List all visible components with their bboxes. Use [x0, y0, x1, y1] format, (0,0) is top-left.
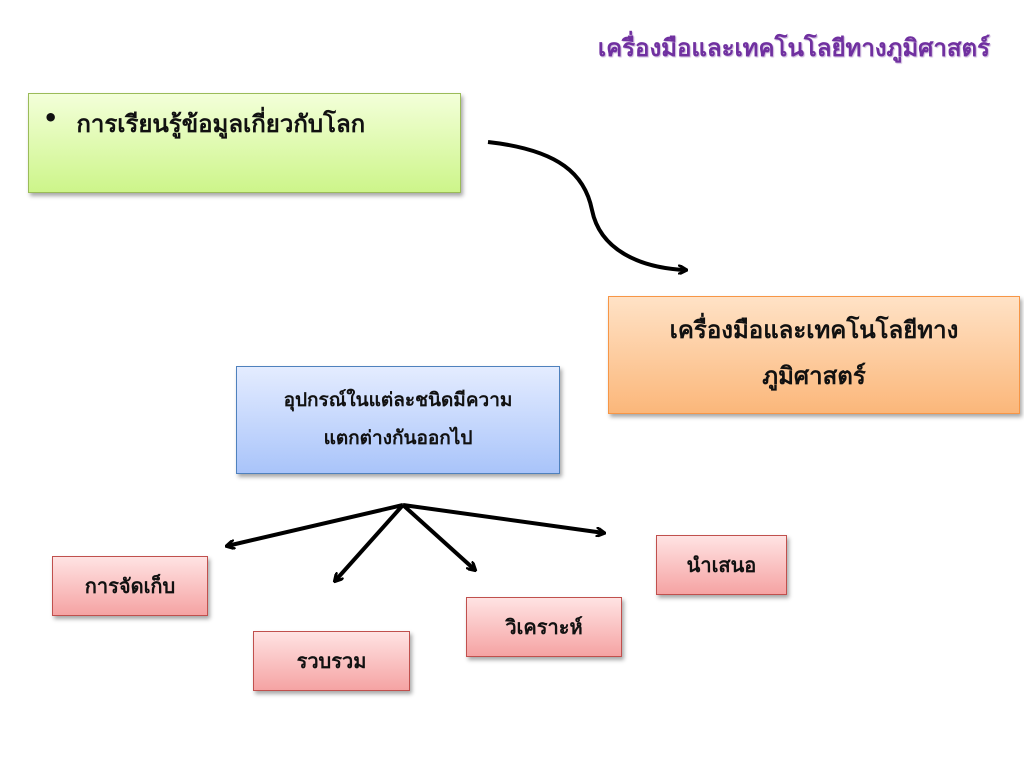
store-box: การจัดเก็บ [52, 556, 208, 616]
main-topic-line2: ภูมิศาสตร์ [762, 362, 866, 390]
gather-box: รวบรวม [253, 631, 410, 691]
curved-arrow [487, 140, 686, 270]
analyze-label: วิเคราะห์ [505, 615, 583, 639]
arrow-to-store [227, 503, 404, 546]
bullet-icon: • [43, 104, 59, 132]
device-box: อุปกรณ์ในแต่ละชนิดมีความ แตกต่างกันออกไป [236, 366, 560, 474]
device-line2: แตกต่างกันออกไป [323, 427, 473, 449]
bullet-box: • การเรียนรู้ข้อมูลเกี่ยวกับโลก [28, 93, 461, 193]
device-line1: อุปกรณ์ในแต่ละชนิดมีความ [283, 389, 513, 411]
present-box: นำเสนอ [656, 535, 787, 595]
slide-title: เครื่องมือและเทคโนโลยีทางภูมิศาสตร์ [597, 34, 990, 62]
arrow-to-present [402, 503, 604, 533]
arrow-to-gather [335, 503, 405, 581]
arrow-to-analyze [401, 503, 475, 570]
analyze-box: วิเคราะห์ [466, 597, 622, 657]
present-label: นำเสนอ [686, 553, 757, 577]
main-topic-line1: เครื่องมือและเทคโนโลยีทาง [669, 316, 959, 344]
main-topic-box: เครื่องมือและเทคโนโลยีทาง ภูมิศาสตร์ [608, 296, 1020, 414]
bullet-text: การเรียนรู้ข้อมูลเกี่ยวกับโลก [76, 110, 366, 138]
gather-label: รวบรวม [296, 649, 367, 673]
store-label: การจัดเก็บ [84, 574, 176, 598]
